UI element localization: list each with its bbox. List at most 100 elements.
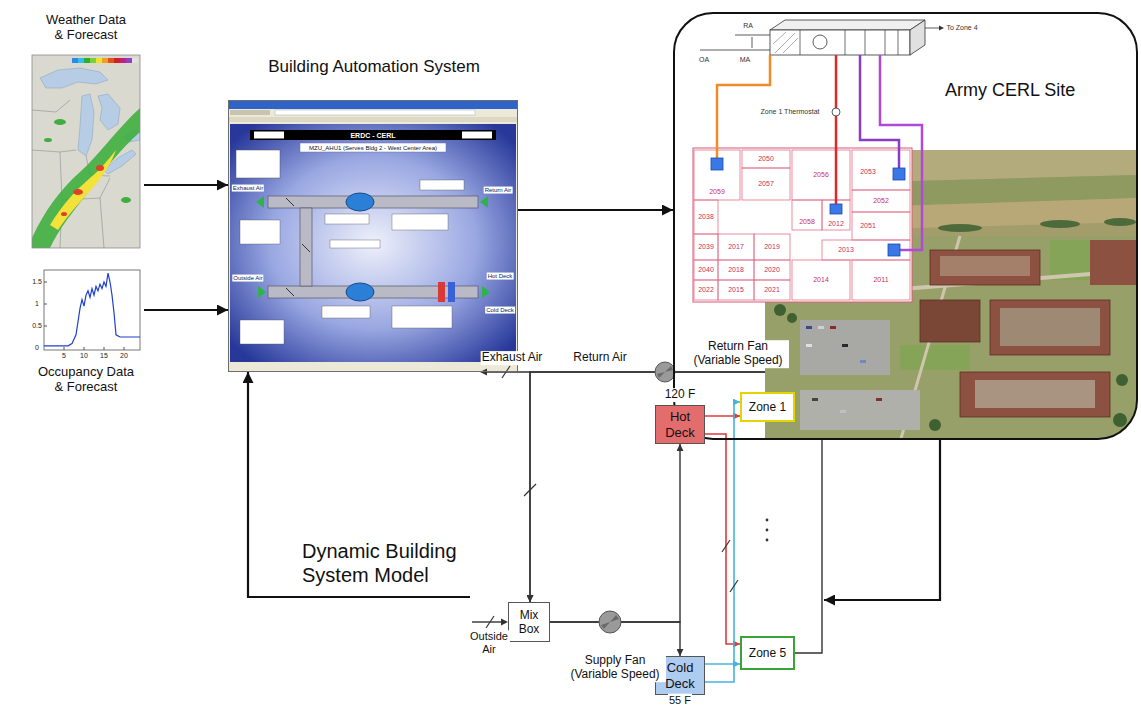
model-symbols xyxy=(472,621,502,622)
ahu-sketch xyxy=(830,204,842,214)
ahu-label: RA xyxy=(742,22,754,30)
aerial-photo xyxy=(940,256,1030,276)
ahu-label: Zone 1 Thermostat xyxy=(759,108,820,116)
room-number: 2058 xyxy=(798,218,816,226)
model-label: 120 F xyxy=(664,388,697,402)
model-symbols xyxy=(501,619,508,626)
ahu-label: OA xyxy=(698,56,710,64)
bas-screenshot xyxy=(230,110,270,115)
aerial-photo xyxy=(806,344,812,347)
room-number: 2014 xyxy=(812,276,830,284)
ahu-sketch xyxy=(888,244,900,256)
floor-plan xyxy=(852,260,910,300)
floor-plan xyxy=(693,148,912,302)
screen-label: Outside Air xyxy=(232,275,263,282)
weather-map xyxy=(32,150,76,152)
aerial-photo xyxy=(920,300,980,342)
room-number: 2020 xyxy=(763,266,781,274)
room-number: 2022 xyxy=(697,286,715,294)
weather-map xyxy=(32,55,140,248)
model-symbols xyxy=(480,369,487,376)
room-number: 2040 xyxy=(697,266,715,274)
ahu-label: MA xyxy=(739,56,752,64)
weather-map xyxy=(102,58,108,63)
floor-plan xyxy=(694,150,910,300)
occupancy-chart xyxy=(104,347,105,350)
box-label: Mix Box xyxy=(511,608,547,636)
weather-map xyxy=(50,150,116,230)
floor-plan xyxy=(742,168,790,200)
bas-screenshot xyxy=(330,240,380,248)
model-symbols xyxy=(486,616,494,628)
bas-screenshot xyxy=(302,244,310,252)
floor-plan xyxy=(718,280,754,300)
occupancy-chart xyxy=(44,304,47,305)
connector xyxy=(518,209,673,211)
floor-plan xyxy=(822,240,910,260)
zone-box: Zone 5 xyxy=(740,636,795,670)
floor-plan xyxy=(718,234,754,260)
aerial-photo xyxy=(1113,413,1127,427)
connector xyxy=(144,184,228,186)
weather-map xyxy=(78,94,94,156)
aerial-photo xyxy=(800,390,920,430)
model-symbols xyxy=(657,372,665,378)
aerial-photo xyxy=(1104,218,1136,226)
connector xyxy=(705,663,740,665)
site-region: Army CERL Site xyxy=(673,12,1138,440)
model-symbols xyxy=(599,611,621,633)
ahu-sketch xyxy=(939,26,944,31)
connector xyxy=(824,440,940,600)
axis-tick: 10 xyxy=(79,352,89,360)
bas-screenshot xyxy=(236,150,280,178)
aerial-photo xyxy=(860,360,866,363)
bas-screenshot xyxy=(300,208,312,286)
weather-map xyxy=(100,198,104,248)
bas-screenshot xyxy=(275,110,475,115)
mix-box: Mix Box xyxy=(508,602,550,642)
aerial-photo xyxy=(975,380,1095,408)
occupancy-chart xyxy=(44,270,140,350)
weather-map xyxy=(32,55,140,248)
aerial-photo xyxy=(787,313,797,323)
bas-screenshot xyxy=(228,117,518,122)
floor-plan xyxy=(792,150,850,200)
weather-map xyxy=(96,58,102,63)
model-symbols xyxy=(472,362,768,633)
bas-screenshot xyxy=(250,130,496,140)
bas-screenshot xyxy=(346,193,374,211)
ahu-sketch xyxy=(770,30,910,55)
weather-map xyxy=(84,58,90,63)
model-label: Return Fan (Variable Speed) xyxy=(687,340,789,368)
weather-map xyxy=(72,58,78,63)
weather-map xyxy=(73,189,83,195)
axis-tick: 0.5 xyxy=(31,322,43,330)
ahu-sketch xyxy=(832,108,840,116)
screen-header: ERDC - CERL xyxy=(349,131,396,139)
model-symbols xyxy=(665,366,673,372)
room-number: 2018 xyxy=(727,266,745,274)
axis-tick: 5 xyxy=(61,352,67,360)
aerial-photo xyxy=(1040,220,1080,228)
axis-tick: 1.5 xyxy=(31,278,43,286)
bas-screenshot xyxy=(256,196,264,208)
room-number: 2038 xyxy=(697,213,715,221)
occupancy-chart xyxy=(44,282,47,283)
model-symbols xyxy=(766,529,769,532)
axis-tick: 0 xyxy=(34,344,40,352)
connector xyxy=(530,372,822,602)
ahu-sketch xyxy=(885,30,886,55)
bas-screenshot xyxy=(322,306,370,318)
ahu-sketch xyxy=(800,30,801,55)
edge-label: Return Air xyxy=(572,351,627,365)
model-symbols xyxy=(730,580,738,592)
ahu-sketch xyxy=(845,30,846,55)
room-number: 2053 xyxy=(859,168,877,176)
ahu-sketch xyxy=(711,158,723,170)
ahu-sketch xyxy=(773,32,786,44)
model-symbols xyxy=(502,366,510,378)
room-number: 2011 xyxy=(872,276,889,284)
room-number: 2056 xyxy=(812,171,830,179)
ahu-sketch xyxy=(735,35,770,36)
